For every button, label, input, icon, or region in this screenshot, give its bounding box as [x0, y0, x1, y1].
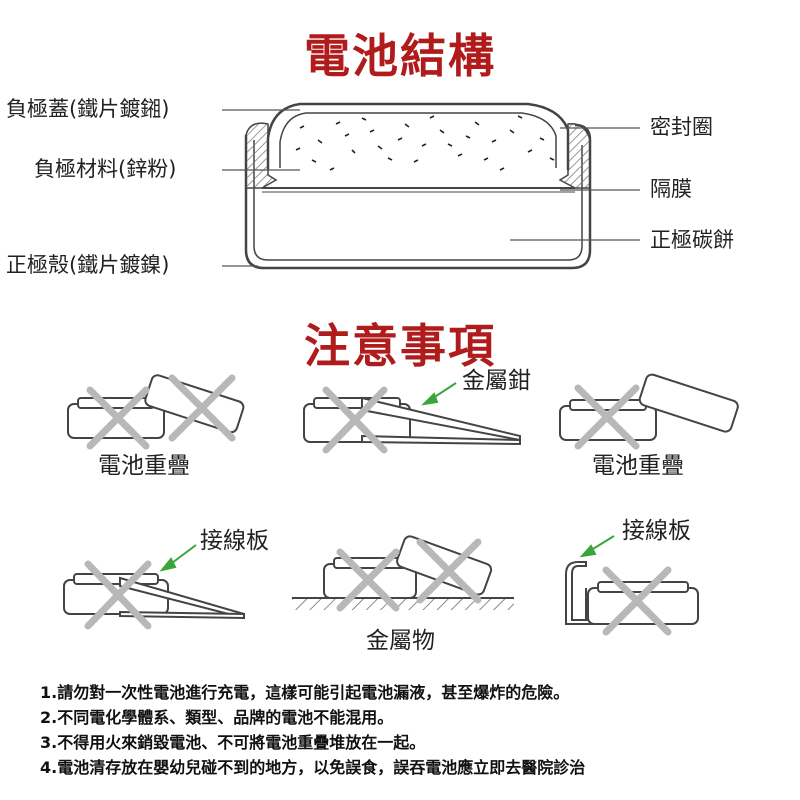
- zinc-particles: [295, 115, 555, 171]
- scene-board-1: [63, 573, 245, 620]
- negative-cap: [266, 102, 570, 170]
- cross-mark-6: [602, 566, 672, 636]
- caption-board-2: 接線板: [622, 518, 691, 544]
- label-positive-cake: 正極碳餅: [650, 228, 734, 252]
- cross-mark-2: [322, 386, 388, 454]
- label-separator: 隔膜: [650, 177, 692, 201]
- cross-mark-5: [336, 538, 482, 612]
- caption-stack-2: 電池重疊: [592, 453, 684, 479]
- battery-cross-section: [244, 102, 592, 270]
- positive-shell: [244, 123, 592, 270]
- label-seal-ring: 密封圈: [650, 115, 713, 139]
- label-negative-material: 負極材料(鋅粉): [34, 157, 177, 181]
- cross-mark-3: [574, 384, 640, 450]
- arrow-board-2: [579, 535, 615, 558]
- caption-metal: 金屬物: [366, 628, 435, 654]
- caption-stack-1: 電池重疊: [98, 453, 190, 479]
- arrow-pliers: [421, 382, 457, 406]
- caption-board-1: 接線板: [200, 528, 269, 554]
- note-item: 4.電池清存放在嬰幼兒碰不到的地方，以免誤食，誤吞電池應立即去醫院診治: [40, 758, 586, 777]
- caption-pliers: 金屬鉗: [462, 368, 531, 394]
- scene-stack-2: [559, 373, 739, 441]
- note-item: 1.請勿對一次性電池進行充電，這樣可能引起電池漏液，甚至爆炸的危險。: [40, 683, 570, 702]
- label-positive-shell: 正極殼(鐵片鍍鎳): [6, 253, 170, 277]
- seal-ring-graphic: [245, 122, 591, 189]
- note-item: 3.不得用火來銷毀電池、不可將電池重疊堆放在一起。: [40, 733, 426, 752]
- cross-mark-4: [84, 560, 152, 630]
- arrow-board-1: [159, 544, 197, 572]
- leader-lines: [222, 109, 640, 267]
- label-negative-cap: 負極蓋(鐵片鍍鎺): [6, 97, 170, 121]
- cross-mark-1: [86, 374, 236, 450]
- note-item: 2.不同電化學體系、類型、品牌的電池不能混用。: [40, 708, 394, 727]
- notes-list: 1.請勿對一次性電池進行充電，這樣可能引起電池漏液，甚至爆炸的危險。 2.不同電…: [40, 680, 800, 780]
- structure-title: 電池結構: [304, 29, 496, 83]
- precautions-title: 注意事項: [304, 319, 496, 373]
